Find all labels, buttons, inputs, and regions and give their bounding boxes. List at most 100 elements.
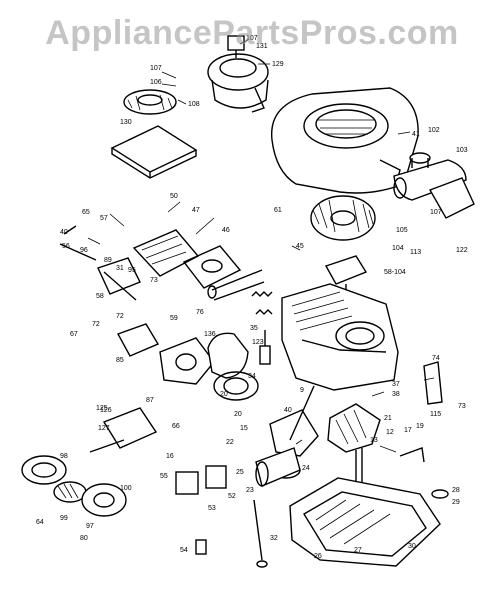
fuel-pump[interactable] (175, 465, 227, 555)
part-label: 61 (274, 207, 282, 214)
part-label: 16 (166, 453, 174, 460)
bracket-right[interactable] (399, 361, 449, 499)
part-label: 74 (432, 355, 440, 362)
part-label: 28 (452, 487, 460, 494)
part-label: 87 (146, 397, 154, 404)
part-label: 40 (284, 407, 292, 414)
part-label: 123 (252, 339, 264, 346)
part-label: 97 (86, 523, 94, 530)
part-label: 20 (234, 411, 242, 418)
part-label: 47 (192, 207, 200, 214)
wheel-assembly-left[interactable] (21, 455, 127, 517)
part-label: 102 (428, 127, 440, 134)
air-intake-tube[interactable] (89, 407, 158, 453)
part-label: 122 (456, 247, 468, 254)
part-label: 105 (396, 227, 408, 234)
part-label: 53 (208, 505, 216, 512)
part-label: 107 (430, 209, 442, 216)
part-label: 85 (116, 357, 124, 364)
part-label: 57 (100, 215, 108, 222)
part-label: 58-104 (384, 269, 406, 276)
oil-sump-base[interactable] (289, 477, 441, 567)
part-label: 125 (96, 405, 108, 412)
part-label: 64 (36, 519, 44, 526)
part-label: 103 (456, 147, 468, 154)
part-label: 100 (120, 485, 132, 492)
part-label: 41 (412, 131, 420, 138)
part-label: 72 (92, 321, 100, 328)
part-label: 80 (80, 535, 88, 542)
part-label: 29 (452, 499, 460, 506)
part-label: 9 (300, 387, 304, 394)
part-label: 113 (410, 249, 421, 256)
part-label: 67 (70, 331, 78, 338)
valve-train[interactable] (207, 269, 273, 315)
part-label: 56 (62, 243, 70, 250)
part-label: 73 (458, 403, 466, 410)
part-label: 76 (196, 309, 204, 316)
part-label: 31 (116, 265, 124, 272)
fuel-tank[interactable] (207, 332, 259, 401)
part-label: 35 (250, 325, 258, 332)
part-label: 129 (272, 61, 284, 68)
flywheel[interactable] (310, 195, 376, 241)
part-label: 130 (120, 119, 132, 126)
part-label: 99 (60, 515, 68, 522)
part-label: 126 (100, 407, 112, 414)
air-filter-foam-ring[interactable] (123, 89, 177, 115)
part-label: 45 (296, 243, 304, 250)
part-label: 27 (354, 547, 362, 554)
part-label: 127 (98, 425, 110, 432)
spark-plug[interactable] (259, 330, 271, 365)
camshaft[interactable] (255, 447, 301, 487)
part-label: 98 (60, 453, 68, 460)
part-label: 107 (150, 65, 162, 72)
part-label: 104 (392, 245, 404, 252)
part-label: 58 (96, 293, 104, 300)
part-label: 30 (408, 543, 416, 550)
part-label: 115 (430, 411, 441, 418)
part-label: 23 (246, 487, 254, 494)
part-label: 37 (392, 381, 400, 388)
part-number-labels: 107 106 108 107 129 130 131 41 102 103 1… (36, 35, 468, 560)
part-label: 96 (80, 247, 88, 254)
governor-linkage[interactable] (59, 225, 141, 301)
part-label: 38 (392, 391, 400, 398)
part-label: 72 (116, 313, 124, 320)
part-label: 55 (160, 473, 168, 480)
part-label: 17 (404, 427, 412, 434)
part-label: 46 (222, 227, 230, 234)
recoil-starter-assembly[interactable] (207, 35, 269, 113)
part-label: 136 (204, 331, 216, 338)
part-label: 108 (188, 101, 200, 108)
part-label: 12 (386, 429, 394, 436)
part-label: 34 (248, 373, 256, 380)
part-label: 25 (236, 469, 244, 476)
part-label: 22 (226, 439, 234, 446)
carburetor[interactable] (116, 323, 215, 385)
part-label: 65 (82, 209, 90, 216)
cylinder-head[interactable] (132, 229, 200, 277)
part-label: 52 (228, 493, 236, 500)
part-label: 21 (384, 415, 392, 422)
part-label: 26 (314, 553, 322, 560)
dipstick-tube[interactable] (253, 499, 268, 568)
part-label: 40 (60, 229, 68, 236)
part-label: 107 (246, 35, 258, 42)
head-gasket[interactable] (182, 245, 242, 289)
engine-cylinder-block[interactable] (281, 283, 399, 391)
part-label: 13 (370, 437, 378, 444)
part-label: 89 (104, 257, 112, 264)
part-label: 15 (240, 425, 248, 432)
part-label: 66 (172, 423, 180, 430)
owners-manual[interactable] (110, 125, 198, 179)
part-label: 131 (256, 43, 268, 50)
muffler[interactable] (393, 152, 475, 219)
part-label: 59 (170, 315, 178, 322)
part-label: 19 (416, 423, 424, 430)
part-label: 73 (150, 277, 158, 284)
part-label: 106 (150, 79, 162, 86)
part-label: 20 (220, 391, 228, 398)
part-label: 50 (170, 193, 178, 200)
